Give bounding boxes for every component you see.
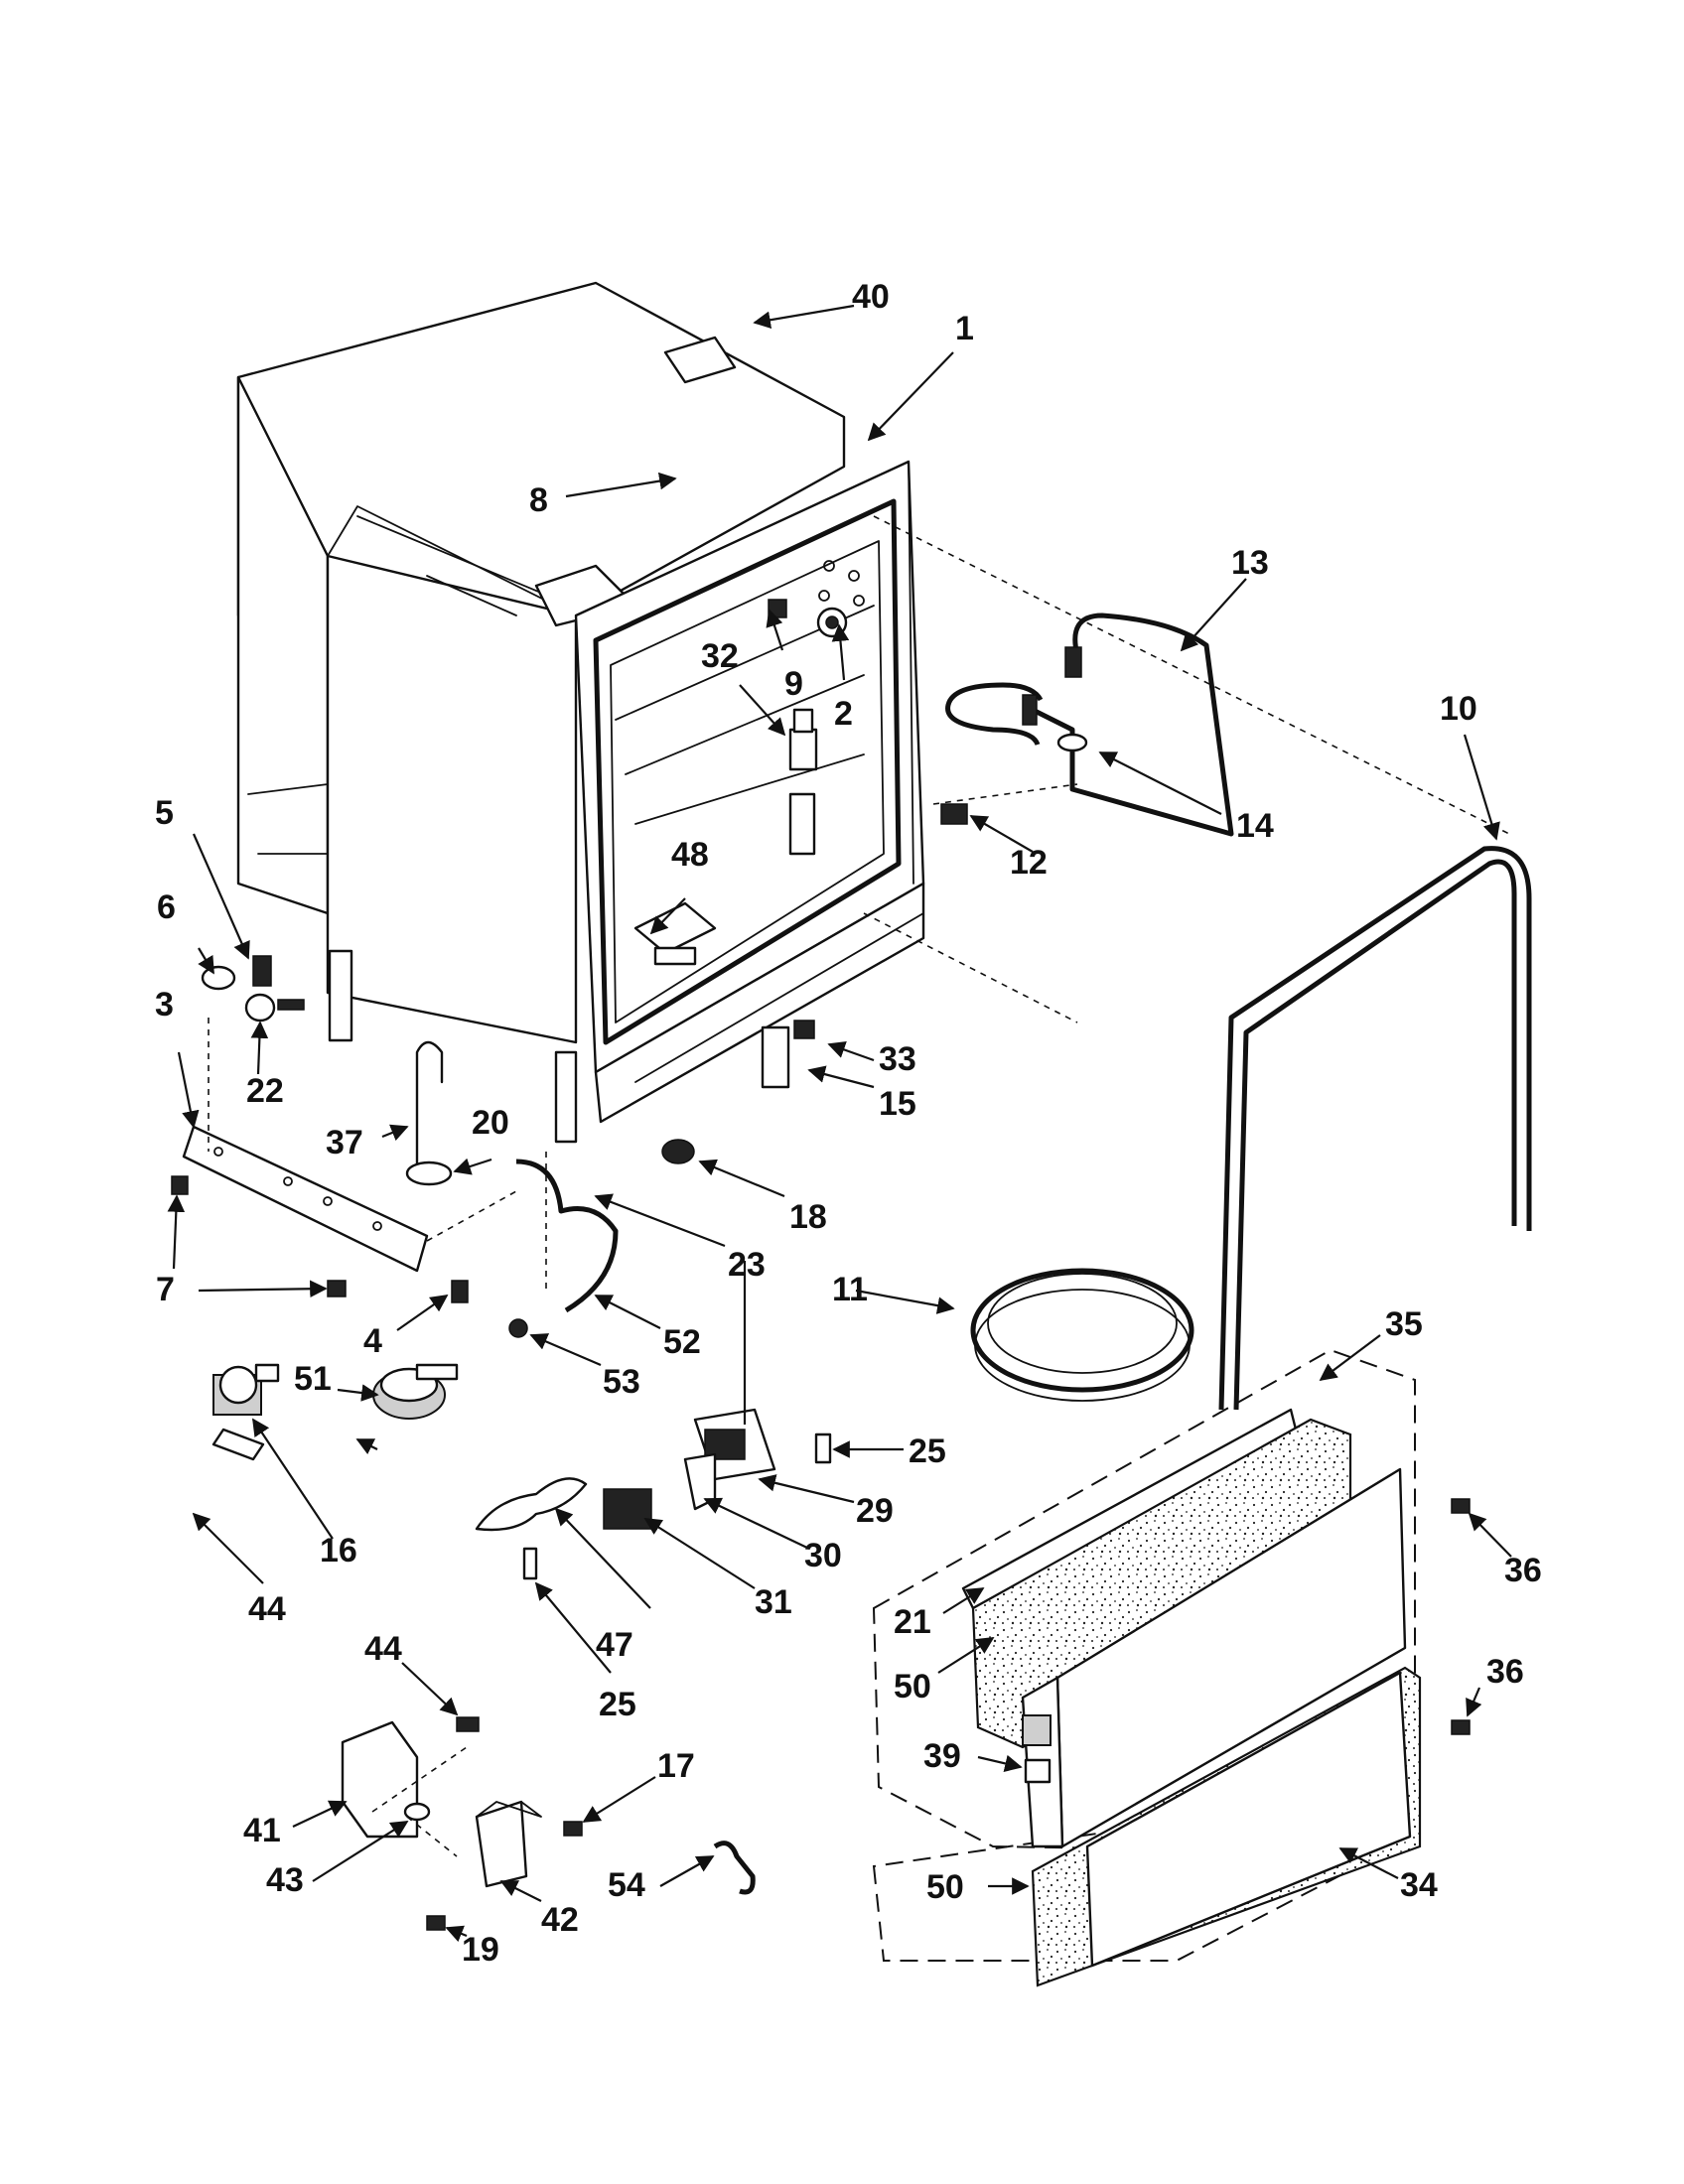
- callout-43: 43: [266, 1861, 304, 1899]
- callout-12: 12: [1010, 844, 1048, 882]
- callout-54: 54: [608, 1866, 645, 1904]
- callout-51: 51: [294, 1360, 332, 1398]
- callout-34: 34: [1400, 1866, 1438, 1904]
- callout-50-lower: 50: [926, 1868, 964, 1906]
- callout-47: 47: [596, 1626, 633, 1664]
- callout-44-lower: 44: [364, 1630, 402, 1668]
- callout-48: 48: [671, 836, 709, 874]
- callout-11: 11: [832, 1271, 868, 1308]
- callout-33: 33: [879, 1040, 916, 1078]
- callout-35: 35: [1385, 1305, 1423, 1343]
- tub-housing: [236, 281, 846, 1044]
- callout-19: 19: [462, 1931, 499, 1969]
- callout-8: 8: [529, 481, 548, 519]
- callout-21: 21: [894, 1603, 931, 1641]
- callout-4: 4: [363, 1322, 382, 1360]
- callout-52: 52: [663, 1323, 701, 1361]
- left-hardware: [171, 949, 619, 1338]
- callout-2: 2: [834, 695, 853, 733]
- callout-41: 41: [243, 1812, 281, 1849]
- callout-17: 17: [657, 1747, 695, 1785]
- callout-18: 18: [789, 1198, 827, 1236]
- callout-6: 6: [157, 888, 176, 926]
- gasket-ring: [970, 1268, 1194, 1402]
- callout-36-upper: 36: [1504, 1552, 1542, 1589]
- callout-23: 23: [728, 1246, 766, 1284]
- callout-40: 40: [852, 278, 890, 316]
- callout-37: 37: [326, 1124, 363, 1161]
- callout-16: 16: [320, 1532, 357, 1570]
- callout-5: 5: [155, 794, 174, 832]
- callout-9: 9: [784, 665, 803, 703]
- callout-25-lower: 25: [599, 1686, 636, 1723]
- callout-42: 42: [541, 1901, 579, 1939]
- hoses: [945, 613, 1532, 1411]
- callout-3: 3: [155, 986, 174, 1024]
- callout-13: 13: [1231, 544, 1269, 582]
- center-small-parts: [633, 599, 968, 1164]
- leader-lines: [167, 304, 1512, 1943]
- callout-53: 53: [603, 1363, 640, 1401]
- callout-32: 32: [701, 637, 739, 675]
- callout-22: 22: [246, 1072, 284, 1110]
- callout-labels: 40 1 8 13 32 9 2 10 5 48 12 14 6 3 33 15…: [155, 278, 1542, 1969]
- callout-31: 31: [755, 1583, 792, 1621]
- callout-30: 30: [804, 1537, 842, 1574]
- callout-10: 10: [1440, 690, 1477, 728]
- callout-20: 20: [472, 1104, 509, 1142]
- callout-15: 15: [879, 1085, 916, 1123]
- callout-39: 39: [923, 1737, 961, 1775]
- valves-switches: [211, 1363, 832, 1580]
- alignment-lines: [208, 515, 1510, 1857]
- callout-14: 14: [1236, 807, 1274, 845]
- callout-29: 29: [856, 1492, 894, 1530]
- callout-1: 1: [955, 310, 974, 347]
- callout-50-upper: 50: [894, 1668, 931, 1706]
- callout-25-upper: 25: [909, 1433, 946, 1470]
- toe-panels: [872, 1348, 1471, 1987]
- bottom-brackets: [341, 1716, 756, 1931]
- callout-44-left: 44: [248, 1590, 286, 1628]
- callout-7: 7: [156, 1271, 175, 1308]
- callout-36-lower: 36: [1486, 1653, 1524, 1691]
